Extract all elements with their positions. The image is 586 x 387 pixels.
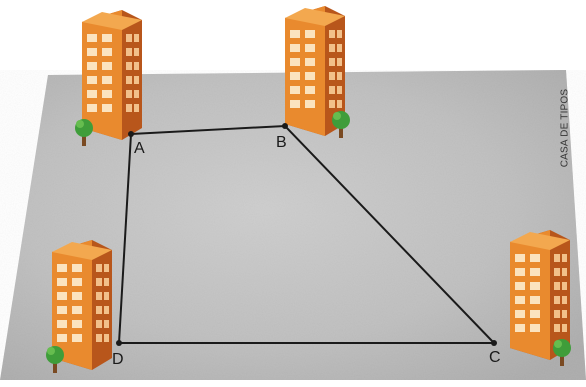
vertex-d xyxy=(116,340,122,346)
vertex-a xyxy=(128,131,134,137)
label-b: B xyxy=(276,134,287,151)
label-d: D xyxy=(112,351,124,368)
label-a: A xyxy=(134,140,145,157)
vertex-b xyxy=(282,123,288,129)
building-icon-a xyxy=(82,10,142,140)
vertex-c xyxy=(491,340,497,346)
label-c: C xyxy=(489,349,501,366)
ground-texture xyxy=(0,70,586,380)
image-credit: CASA DE TIPOS xyxy=(559,88,571,168)
